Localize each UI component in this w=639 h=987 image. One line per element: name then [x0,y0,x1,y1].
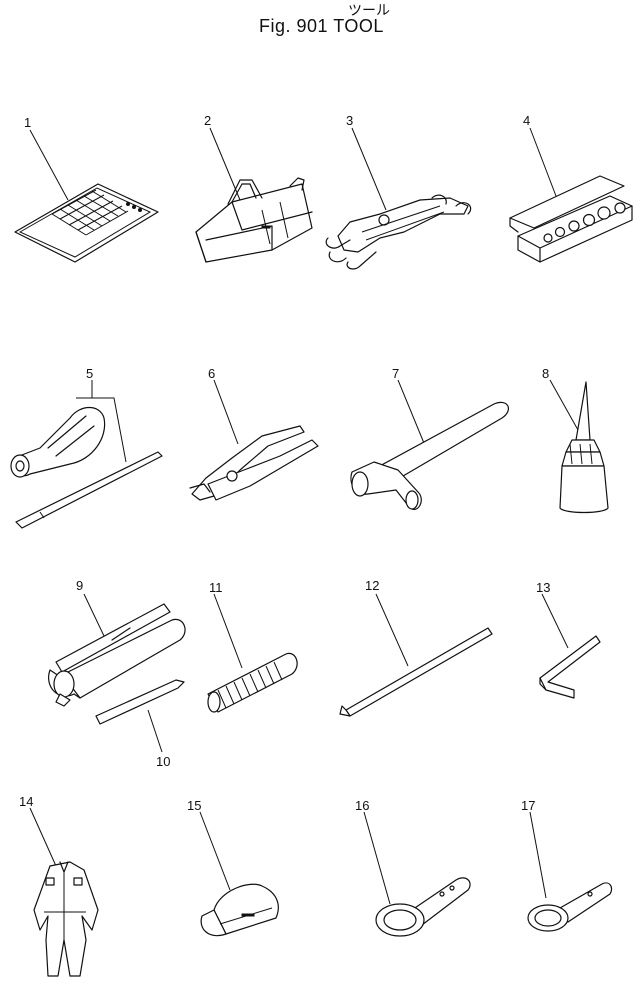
part-number-16: 16 [355,798,370,813]
filter-wrench-small-icon [527,811,613,932]
filter-wrench-large-icon [363,811,471,937]
part-number-7: 7 [392,366,400,381]
part-number-6: 6 [208,366,216,381]
coverall-icon [29,807,99,977]
nozzle-icon [95,679,185,753]
part-number-2: 2 [204,113,212,128]
part-number-9: 9 [76,578,84,593]
figure-title: Fig. 901 TOOL [259,16,384,36]
part-number-1: 1 [24,115,32,130]
hose-icon [207,593,298,713]
part-number-8: 8 [542,366,550,381]
hammer-icon [350,379,510,510]
part-number-13: 13 [536,580,551,595]
part-number-15: 15 [187,798,202,813]
part-number-14: 14 [19,794,34,809]
pliers-icon [189,379,319,501]
cap-icon [199,811,279,937]
wrench-set-icon [325,127,472,270]
tool-chart-card-icon [14,129,159,263]
grease-gun-icon [48,593,186,707]
tool-bag-icon [195,127,313,263]
part-number-5: 5 [86,366,94,381]
part-number-12: 12 [365,578,380,593]
screwdriver-icon [10,380,163,529]
part-number-4: 4 [523,113,531,128]
figure-title-japanese: ツール [348,3,390,19]
part-number-3: 3 [346,113,354,128]
part-number-17: 17 [521,798,536,813]
part-number-11: 11 [209,580,223,595]
hex-wrench-icon [539,593,601,699]
bar-icon [339,593,493,717]
part-number-10: 10 [156,754,171,769]
oil-can-icon [549,379,609,514]
socket-set-box-icon [509,127,633,263]
